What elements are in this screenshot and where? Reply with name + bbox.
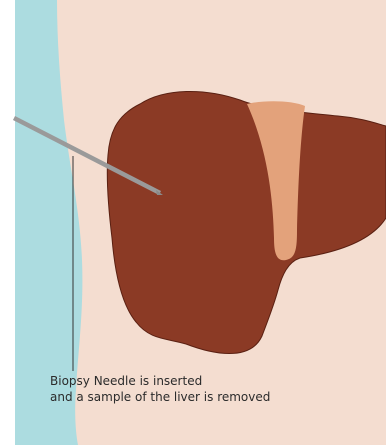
- caption-line-1: Biopsy Needle is inserted: [50, 373, 270, 389]
- caption-line-2: and a sample of the liver is removed: [50, 389, 270, 405]
- caption: Biopsy Needle is inserted and a sample o…: [50, 373, 270, 405]
